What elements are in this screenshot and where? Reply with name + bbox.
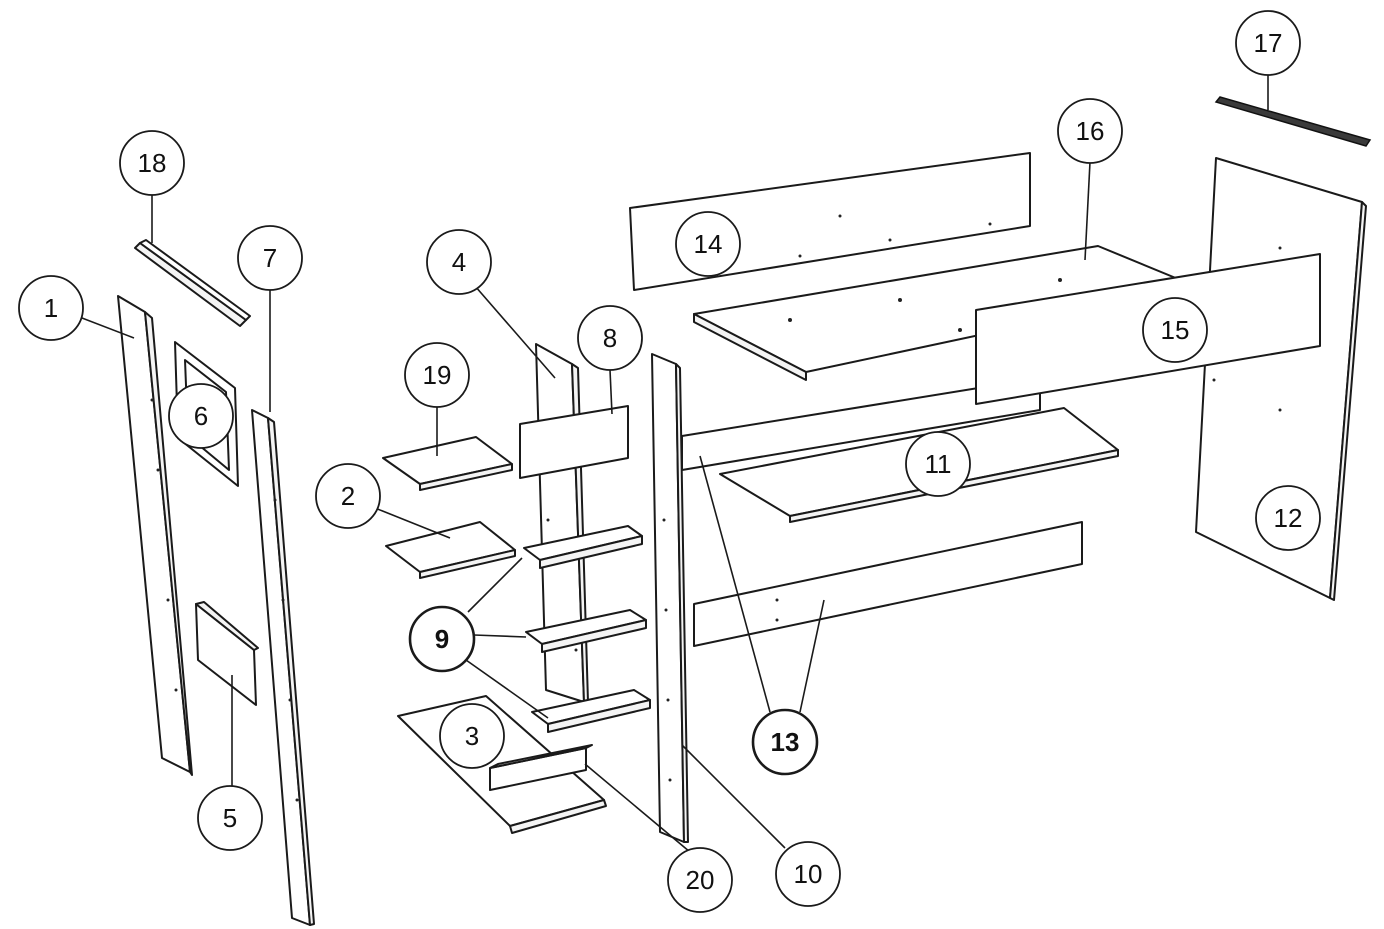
bubble-1: 1: [18, 275, 84, 341]
label-17: 17: [1254, 28, 1283, 58]
bubble-12: 12: [1255, 485, 1321, 551]
bubble-3: 3: [439, 703, 505, 769]
label-18: 18: [138, 148, 167, 178]
label-13: 13: [771, 727, 800, 757]
leader-lines: [81, 74, 1269, 853]
label-19: 19: [423, 360, 452, 390]
label-4: 4: [452, 247, 466, 277]
part-20-kick-board: [489, 744, 593, 791]
label-8: 8: [603, 323, 617, 353]
part-1-side-post: [117, 295, 193, 776]
label-5: 5: [223, 803, 237, 833]
label-2: 2: [341, 481, 355, 511]
label-7: 7: [263, 243, 277, 273]
part-5-block: [195, 601, 259, 706]
part-7-front-post: [251, 409, 315, 926]
bubble-19: 19: [404, 342, 470, 408]
bubble-7: 7: [237, 225, 303, 291]
part-8-panel: [519, 405, 629, 479]
label-16: 16: [1076, 116, 1105, 146]
label-20: 20: [686, 865, 715, 895]
bubble-13: 13: [751, 708, 819, 776]
bubble-5: 5: [197, 785, 263, 851]
bubble-6: 6: [168, 383, 234, 449]
part-2-small-shelf: [385, 521, 516, 579]
label-6: 6: [194, 401, 208, 431]
label-11: 11: [925, 449, 952, 479]
bubble-15: 15: [1142, 297, 1208, 363]
label-3: 3: [465, 721, 479, 751]
label-12: 12: [1274, 503, 1303, 533]
label-1: 1: [44, 293, 58, 323]
bubble-4: 4: [426, 229, 492, 295]
bubble-10: 10: [775, 841, 841, 907]
part-18-rail: [134, 239, 251, 327]
part-9-ladder-steps: [523, 525, 651, 733]
label-9: 9: [435, 624, 449, 654]
bubble-2: 2: [315, 463, 381, 529]
part-10-center-post: [651, 353, 689, 843]
label-14: 14: [694, 229, 723, 259]
part-17-strip: [1214, 96, 1372, 147]
bubble-16: 16: [1057, 98, 1123, 164]
label-15: 15: [1161, 315, 1190, 345]
bubble-9: 9: [408, 605, 476, 673]
part-13-rails: [681, 377, 1083, 647]
bubble-11: 11: [905, 431, 971, 497]
bubble-14: 14: [675, 211, 741, 277]
label-10: 10: [794, 859, 823, 889]
bubble-20: 20: [667, 847, 733, 913]
bubble-17: 17: [1235, 10, 1301, 76]
bubble-18: 18: [119, 130, 185, 196]
bubble-8: 8: [577, 305, 643, 371]
part-19-small-shelf: [382, 436, 513, 491]
